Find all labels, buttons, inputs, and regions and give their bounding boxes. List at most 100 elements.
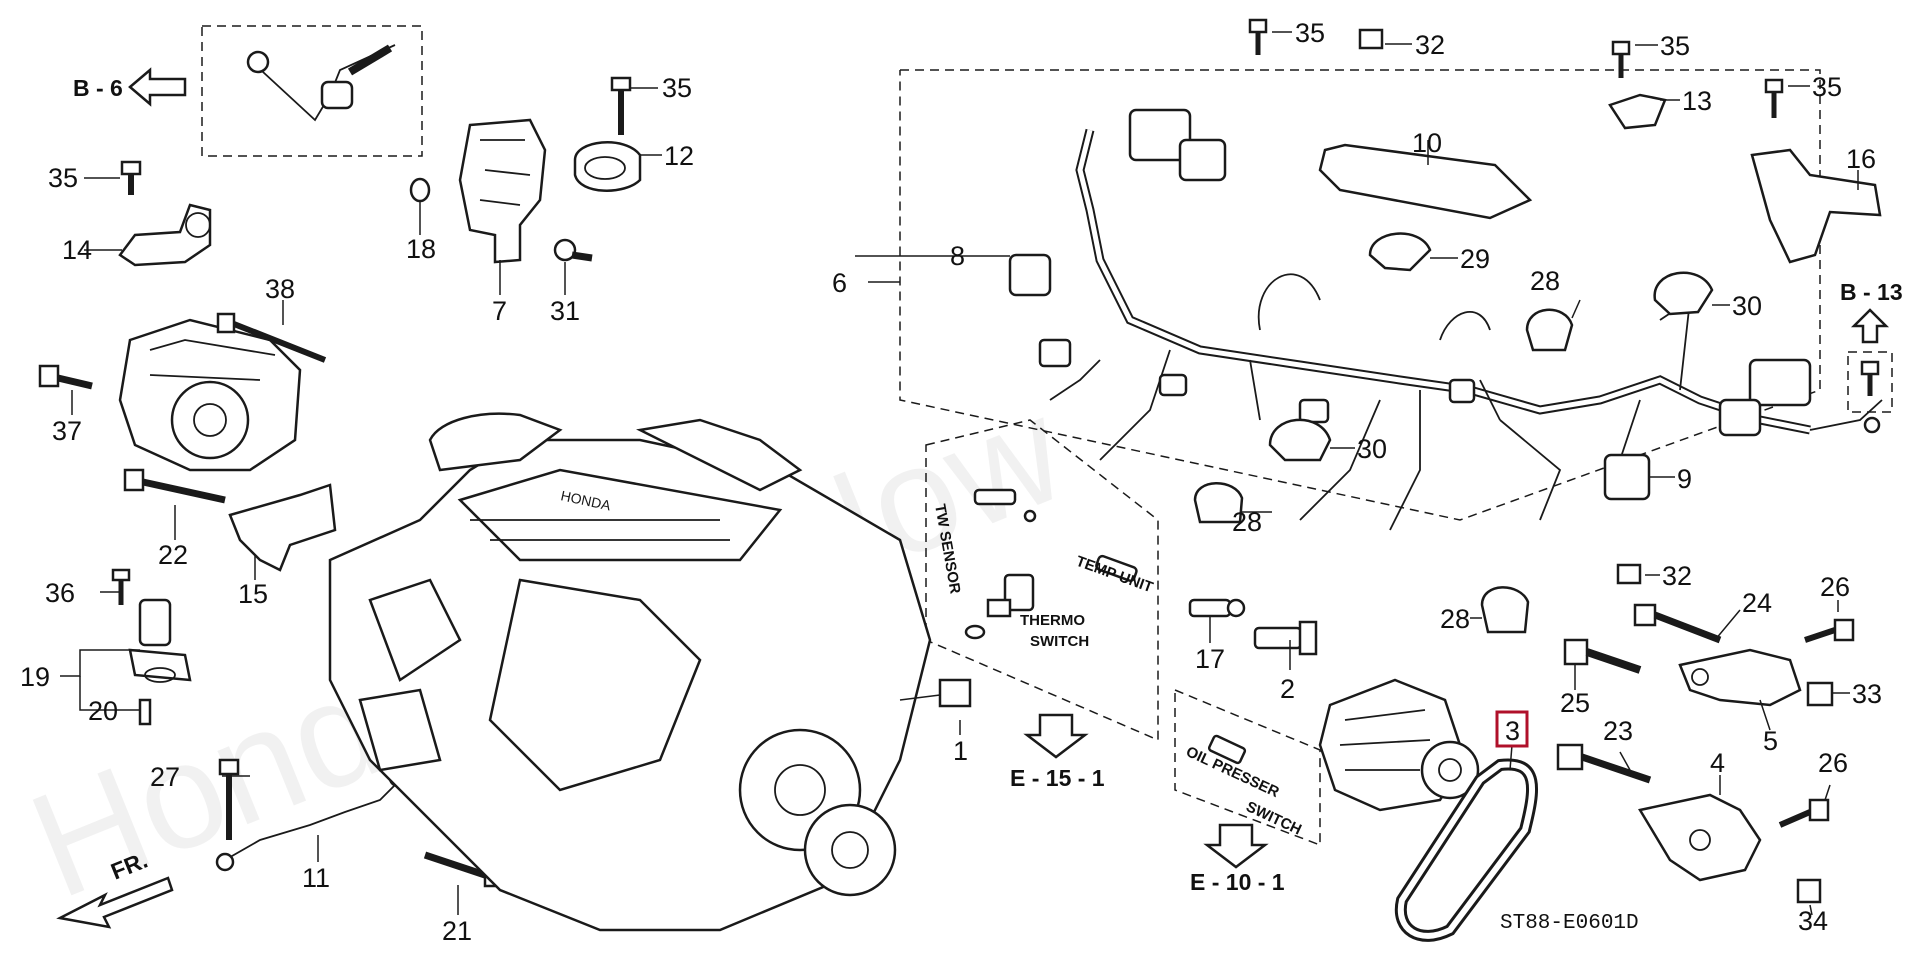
bracket-16[interactable] (1750, 148, 1882, 264)
sensor-2[interactable] (1253, 620, 1318, 656)
nut-32-a[interactable] (1358, 28, 1384, 50)
callout-35[interactable]: 35 (48, 163, 78, 193)
oring-20[interactable] (138, 698, 152, 726)
bolt-35-d[interactable] (1611, 40, 1631, 78)
temp-unit[interactable] (1095, 554, 1138, 582)
callout-29[interactable]: 29 (1460, 244, 1490, 274)
holder-9[interactable] (1603, 453, 1651, 501)
harness-bracket-7[interactable] (458, 118, 547, 264)
bolt-36[interactable] (111, 568, 131, 605)
alternator[interactable] (1318, 678, 1480, 812)
holder-8[interactable] (1008, 253, 1052, 297)
callout-22[interactable]: 22 (158, 540, 188, 570)
callout-11[interactable]: 11 (302, 863, 330, 893)
callout-5[interactable]: 5 (1763, 726, 1778, 756)
callout-25[interactable]: 25 (1560, 688, 1590, 718)
callout-31[interactable]: 31 (550, 296, 580, 326)
clamp-13[interactable] (1608, 93, 1667, 130)
callout-9[interactable]: 9 (1677, 464, 1692, 494)
callout-18[interactable]: 18 (406, 234, 436, 264)
callout-35[interactable]: 35 (1660, 31, 1690, 61)
thermo-switch[interactable] (964, 573, 1035, 640)
bracket-14[interactable] (118, 203, 212, 267)
callout-37[interactable]: 37 (52, 416, 82, 446)
bolt-22[interactable] (123, 468, 226, 504)
bolt-37[interactable] (38, 364, 93, 390)
bolt-24[interactable] (1633, 603, 1722, 644)
clamp-28-a[interactable] (1193, 482, 1244, 524)
clamp-30-a[interactable] (1268, 418, 1332, 462)
bolt-23[interactable] (1556, 743, 1652, 784)
drive-belt-3[interactable] (1394, 758, 1538, 942)
callout-12[interactable]: 12 (664, 141, 694, 171)
callout-3[interactable]: 3 (1505, 716, 1520, 746)
bolt-25[interactable] (1563, 638, 1642, 674)
callout-35[interactable]: 35 (1812, 72, 1842, 102)
bolt-35-a[interactable] (120, 160, 142, 195)
callout-33[interactable]: 33 (1852, 679, 1882, 709)
oil-switch-region (1174, 688, 1321, 847)
callout-28[interactable]: 28 (1530, 266, 1560, 296)
bracket-5[interactable] (1678, 648, 1802, 707)
sensor-17[interactable] (1188, 598, 1246, 618)
callout-28[interactable]: 28 (1232, 507, 1262, 537)
bolt-35-c[interactable] (1248, 18, 1268, 55)
tw-sensor[interactable] (973, 488, 1037, 523)
callout-4[interactable]: 4 (1710, 748, 1725, 778)
callout-8[interactable]: 8 (950, 241, 965, 271)
clamp-28-c[interactable] (1480, 586, 1530, 634)
bolt-38[interactable] (216, 312, 327, 363)
bolt-27[interactable] (218, 758, 240, 840)
nut-34[interactable] (1796, 878, 1822, 904)
clamp-30-b[interactable] (1653, 271, 1714, 316)
washer-18[interactable] (409, 177, 431, 203)
bolt-31[interactable] (553, 238, 593, 262)
bolt-35-e[interactable] (1764, 78, 1784, 118)
bolt-35-b[interactable] (610, 76, 632, 135)
bracket-4[interactable] (1638, 793, 1762, 882)
callout-6[interactable]: 6 (832, 268, 847, 298)
nut-33[interactable] (1806, 681, 1834, 707)
bolt-b13[interactable] (1860, 360, 1880, 396)
callout-28[interactable]: 28 (1440, 604, 1470, 634)
harness-cover-10[interactable] (1318, 143, 1533, 220)
callout-7[interactable]: 7 (492, 296, 507, 326)
callout-32[interactable]: 32 (1415, 30, 1445, 60)
callout-30[interactable]: 30 (1357, 434, 1387, 464)
callout-24[interactable]: 24 (1742, 588, 1772, 618)
callout-38[interactable]: 38 (265, 274, 295, 304)
callout-23[interactable]: 23 (1603, 716, 1633, 746)
callout-20[interactable]: 20 (88, 696, 118, 726)
oil-pressure-switch[interactable] (1207, 734, 1247, 765)
callout-30[interactable]: 30 (1732, 291, 1762, 321)
callout-1[interactable]: 1 (953, 736, 968, 766)
callout-34[interactable]: 34 (1798, 906, 1828, 936)
bolt-26-b[interactable] (1778, 798, 1830, 828)
clamp-28-b[interactable] (1525, 308, 1574, 352)
nut-32-b[interactable] (1616, 563, 1642, 585)
bolt-26-a[interactable] (1804, 618, 1855, 643)
callout-13[interactable]: 13 (1682, 86, 1712, 116)
starter-motor[interactable] (118, 318, 302, 472)
label-plate-1[interactable] (938, 678, 972, 708)
callout-16[interactable]: 16 (1846, 144, 1876, 174)
callout-21[interactable]: 21 (442, 916, 472, 946)
bracket-15[interactable] (228, 483, 337, 572)
sensor-19[interactable] (128, 598, 192, 683)
callout-36[interactable]: 36 (45, 578, 75, 608)
callout-27[interactable]: 27 (150, 762, 180, 792)
callout-32[interactable]: 32 (1662, 561, 1692, 591)
callout-19[interactable]: 19 (20, 662, 50, 692)
callout-17[interactable]: 17 (1195, 644, 1225, 674)
wire-harness-6[interactable] (1038, 108, 1883, 531)
callout-35[interactable]: 35 (1295, 18, 1325, 48)
callout-26[interactable]: 26 (1818, 748, 1848, 778)
callout-26[interactable]: 26 (1820, 572, 1850, 602)
callout-15[interactable]: 15 (238, 579, 268, 609)
callout-14[interactable]: 14 (62, 235, 92, 265)
callout-2[interactable]: 2 (1280, 674, 1295, 704)
callout-10[interactable]: 10 (1412, 128, 1442, 158)
callout-35[interactable]: 35 (662, 73, 692, 103)
clamp-12[interactable] (573, 141, 642, 192)
clip-29[interactable] (1368, 232, 1432, 272)
